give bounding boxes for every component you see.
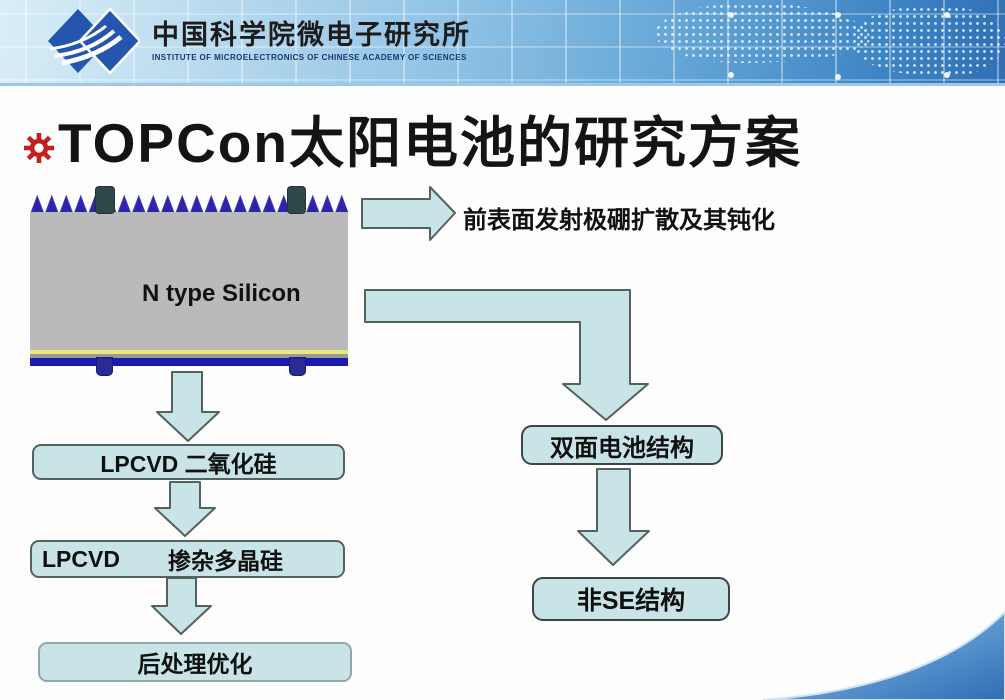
wafer-body (30, 212, 348, 350)
result-box-non-se-structure: 非SE结构 (532, 577, 730, 621)
wafer-label: N type Silicon (142, 280, 301, 307)
front-process-label: 前表面发射极硼扩散及其钝化 (463, 207, 775, 234)
corner-swoosh-decoration (762, 610, 1005, 700)
step-label-main: 掺杂多晶硅 (167, 548, 283, 574)
slide-title: TOPCon太阳电池的研究方案 (58, 112, 802, 174)
grid-node-dot (944, 12, 950, 18)
step-box-lpcvd-oxide: LPCVD 二氧化硅 (32, 444, 345, 480)
dotted-world-map-right (855, 6, 1005, 76)
step-label: 非SE结构 (576, 587, 686, 615)
grid-node-dot (728, 12, 734, 18)
logo-title: 中国科学院微电子研究所 (152, 20, 471, 50)
rear-poly-gray-layer (30, 354, 348, 358)
institute-logo: 中国科学院微电子研究所 INSTITUTE OF MICROELECTRONIC… (48, 8, 471, 74)
arrow-down-wafer-to-oxide (156, 371, 220, 442)
step-box-lpcvd-poly: LPCVD 掺杂多晶硅 (30, 540, 345, 578)
grid-node-dot (835, 74, 841, 80)
arrow-elbow-to-bifacial (364, 289, 649, 421)
slide-title-row: TOPCon太阳电池的研究方案 (24, 98, 802, 178)
slide-header: 中国科学院微电子研究所 INSTITUTE OF MICROELECTRONIC… (0, 0, 1005, 86)
grid-node-dot (835, 12, 841, 18)
step-label: 双面电池结构 (550, 434, 694, 462)
gear-bullet-icon (24, 133, 54, 163)
step-label-prefix: LPCVD (42, 545, 120, 572)
rear-contact-right (289, 357, 306, 376)
rear-contact-left (96, 357, 113, 376)
grid-node-dot (944, 72, 950, 78)
front-contact-left (95, 186, 115, 214)
arrow-down-poly-to-post (151, 577, 212, 635)
logo-mark-icon (48, 8, 140, 74)
rear-passivation-yellow-layer (30, 350, 348, 354)
step-box-post-process: 后处理优化 (38, 642, 352, 682)
grid-node-dot (728, 72, 734, 78)
dotted-world-map-left (655, 3, 870, 63)
step-label: 后处理优化 (137, 651, 253, 677)
arrow-right-to-front-process (361, 186, 456, 241)
result-box-bifacial-structure: 双面电池结构 (521, 425, 723, 465)
rear-metal-blue-layer (30, 358, 348, 366)
logo-subtitle: INSTITUTE OF MICROELECTRONICS OF CHINESE… (152, 53, 467, 62)
arrow-down-oxide-to-poly (154, 481, 216, 537)
front-contact-right (287, 186, 306, 214)
step-label: LPCVD 二氧化硅 (100, 451, 277, 477)
logo-text-block: 中国科学院微电子研究所 INSTITUTE OF MICROELECTRONIC… (152, 20, 471, 62)
arrow-down-bifacial-to-nonse (577, 468, 650, 566)
